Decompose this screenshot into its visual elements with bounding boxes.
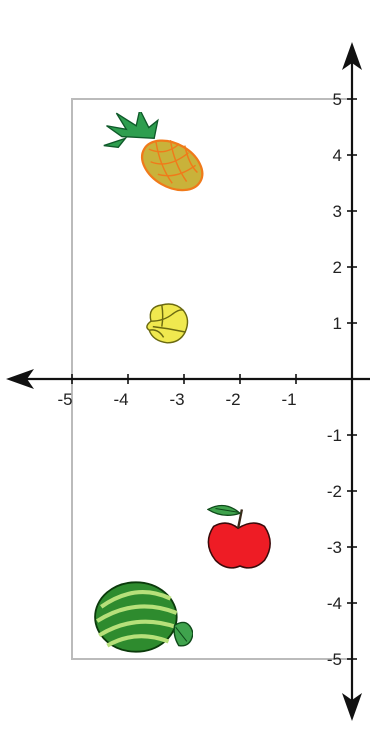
x-axis [6,369,370,389]
y-tick-label: 2 [333,258,342,277]
starfruit-icon [146,303,189,344]
arrow-up-icon [342,42,362,70]
fruit-markers [95,112,272,652]
apple-icon [207,504,272,570]
y-tick-label: -2 [327,482,342,501]
y-tick-label: 1 [333,314,342,333]
y-tick-label: -1 [327,426,342,445]
arrow-left-icon [6,369,34,389]
x-tick-label: -2 [225,390,240,409]
y-tick-label: -4 [327,594,342,613]
x-tick-label: -5 [57,390,72,409]
y-tick-label: 4 [333,146,342,165]
x-tick-label: -1 [281,390,296,409]
x-tick-label: -3 [169,390,184,409]
y-tick-label: 5 [333,90,342,109]
arrow-down-icon [342,693,362,721]
x-tick-group: -5 -4 -3 -2 -1 [57,374,297,409]
y-tick-group: 5 4 3 2 1 -1 -2 -3 -4 -5 [327,90,357,669]
y-axis [342,42,362,721]
pineapple-icon [102,112,210,198]
y-tick-label: -3 [327,538,342,557]
x-tick-label: -4 [113,390,128,409]
y-tick-label: -5 [327,650,342,669]
watermelon-icon [95,582,193,651]
y-tick-label: 3 [333,202,342,221]
